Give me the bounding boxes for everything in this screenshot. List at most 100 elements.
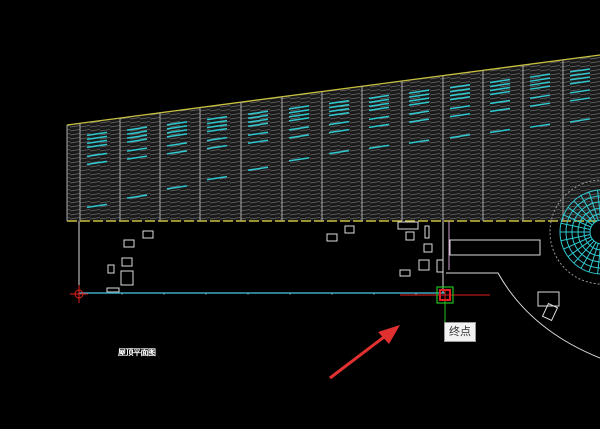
window-bar: [126, 147, 148, 152]
window-bar: [86, 135, 108, 141]
window-bar: [86, 139, 108, 145]
window-bar: [408, 118, 430, 123]
window-bar: [247, 122, 269, 127]
window-bar: [368, 123, 390, 129]
window-bar: [489, 99, 511, 105]
window-bar: [126, 138, 148, 143]
start-point-marker: [70, 285, 88, 303]
window-bar: [449, 91, 471, 97]
window-bar: [166, 185, 188, 190]
window-bar: [328, 103, 350, 109]
window-bar: [206, 115, 228, 121]
window-bar: [489, 128, 511, 134]
window-bar: [529, 73, 551, 78]
window-bar: [368, 94, 390, 100]
window-bar: [86, 152, 108, 158]
window-bar: [449, 104, 471, 110]
window-bar: [368, 102, 390, 108]
window-bar: [126, 155, 148, 160]
window-bar: [328, 107, 350, 113]
window-bar: [408, 101, 430, 106]
window-bar: [489, 86, 511, 92]
drawing-title-label: 屋顶平面图: [118, 348, 156, 357]
window-bar: [126, 194, 148, 199]
window-bar: [569, 97, 591, 102]
window-bar: [569, 80, 591, 85]
window-bar: [449, 87, 471, 93]
window-bar: [328, 128, 350, 134]
window-bar: [489, 78, 511, 84]
window-bar: [408, 139, 430, 144]
window-bar: [206, 144, 228, 150]
window-bar: [206, 127, 228, 133]
window-bar: [288, 109, 310, 114]
window-bar: [368, 106, 390, 112]
window-bar: [126, 130, 148, 135]
window-bar: [247, 139, 269, 144]
annotation-arrow: [329, 325, 400, 380]
window-bar: [408, 110, 430, 115]
window-bar: [166, 133, 188, 138]
window-bar: [206, 175, 228, 181]
window-bar: [126, 134, 148, 139]
window-bar: [449, 95, 471, 101]
roof-elevation: [66, 54, 600, 222]
window-bar: [328, 149, 350, 155]
roof-hatch: [67, 55, 600, 221]
window-bar: [569, 72, 591, 77]
window-bar: [569, 118, 591, 123]
window-bar: [206, 123, 228, 129]
window-bar: [166, 129, 188, 134]
window-bar: [86, 131, 108, 137]
window-bar: [529, 85, 551, 90]
window-bar: [408, 97, 430, 102]
window-bar: [449, 133, 471, 139]
window-bar: [529, 77, 551, 82]
window-bar: [247, 114, 269, 119]
window-bar: [449, 112, 471, 118]
window-bar: [247, 118, 269, 123]
window-bar: [166, 150, 188, 155]
window-bar: [86, 203, 108, 209]
window-bar: [529, 102, 551, 107]
window-bar: [328, 99, 350, 105]
window-bar: [166, 125, 188, 130]
window-bar: [206, 119, 228, 125]
window-bar: [489, 107, 511, 113]
window-bar: [247, 110, 269, 115]
window-bar: [86, 160, 108, 166]
window-bar: [489, 82, 511, 88]
endpoint-snap-marker: [400, 286, 490, 325]
window-bar: [288, 134, 310, 139]
window-bar: [126, 126, 148, 131]
window-bar: [328, 120, 350, 126]
window-bar: [86, 143, 108, 149]
window-bar: [288, 126, 310, 131]
window-bar: [569, 89, 591, 94]
dome-plan: [549, 179, 600, 285]
window-bar: [368, 115, 390, 121]
window-bar: [247, 131, 269, 136]
window-bar: [408, 89, 430, 94]
window-bar: [529, 94, 551, 99]
window-bar: [247, 166, 269, 171]
window-bar: [288, 105, 310, 110]
snap-tooltip: 终点: [444, 322, 476, 342]
window-bar: [288, 157, 310, 162]
window-bar: [166, 121, 188, 126]
window-bar: [529, 123, 551, 128]
window-bar: [489, 90, 511, 96]
window-bar: [206, 136, 228, 142]
window-bar: [569, 68, 591, 73]
window-bar: [449, 83, 471, 89]
window-bar: [166, 142, 188, 147]
window-bar: [328, 111, 350, 117]
floor-plan: [78, 221, 600, 359]
window-bar: [288, 117, 310, 122]
window-bar: [368, 144, 390, 150]
roof-top-edge: [66, 54, 600, 126]
window-bar: [408, 93, 430, 98]
window-bar: [368, 98, 390, 104]
